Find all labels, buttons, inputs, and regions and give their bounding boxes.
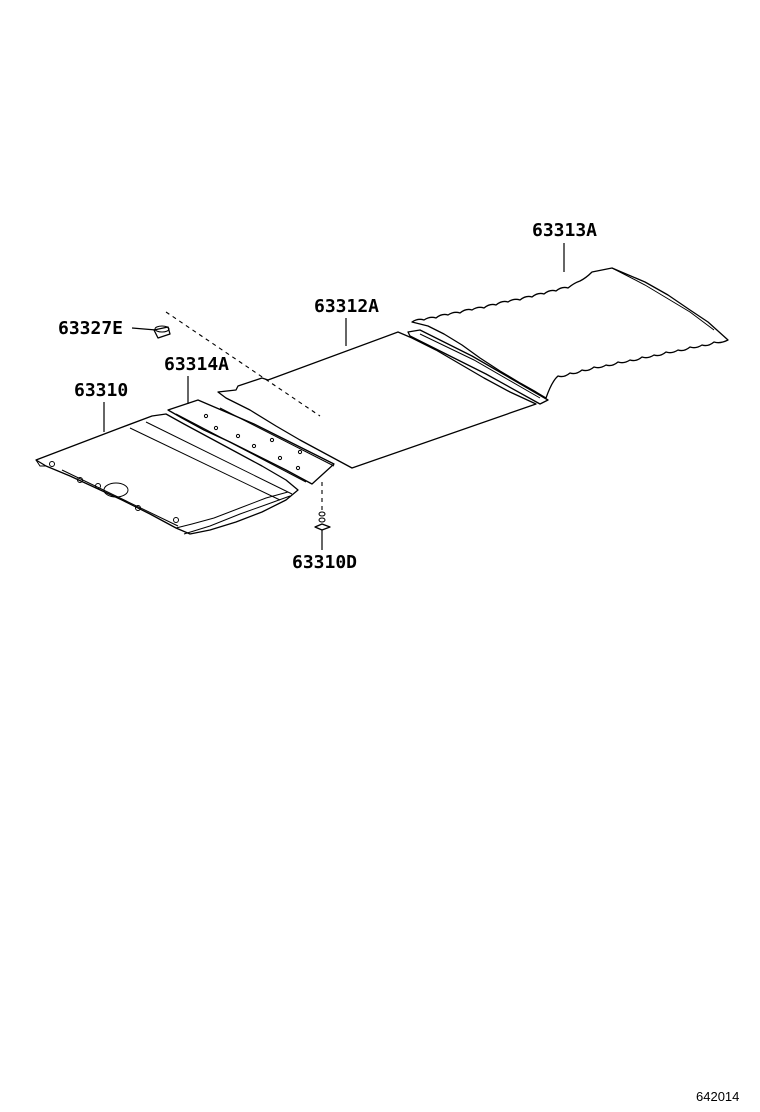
callout-63327e: 63327E (58, 318, 123, 339)
figure-number: 642014 (696, 1089, 739, 1104)
callout-63314a: 63314A (164, 354, 229, 375)
callout-63310: 63310 (74, 380, 128, 401)
callout-63310d: 63310D (292, 552, 357, 573)
hole-plug-63310d-icon (314, 511, 331, 531)
roof-silencer-pad-center (217, 331, 537, 469)
leader-63327e (131, 327, 157, 331)
callout-63312a: 63312A (314, 296, 379, 317)
clip-63327e-icon (153, 325, 171, 339)
roof-rail-strip (407, 329, 549, 405)
roof-silencer-pad-rear (411, 267, 729, 399)
pad-strip-63314a (167, 399, 335, 485)
callout-63313a: 63313A (532, 220, 597, 241)
roof-headlining-63310 (35, 413, 299, 535)
assembly-line-clip (165, 311, 321, 417)
